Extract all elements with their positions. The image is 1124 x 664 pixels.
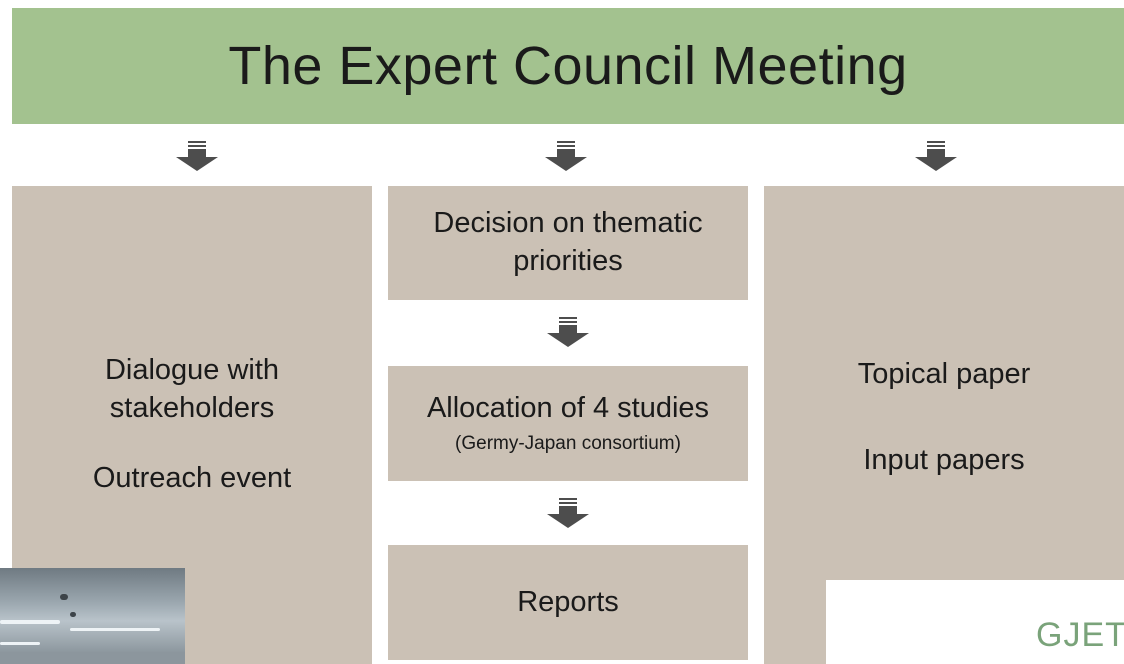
thematic-priorities-box: Decision on thematic priorities [388,186,748,300]
box-text: stakeholders [109,392,275,425]
meeting-room-photo [0,568,185,664]
down-arrow-icon [547,498,589,528]
title-banner: The Expert Council Meeting [12,8,1124,124]
box-text: Decision on thematic [433,207,703,240]
box-text: priorities [513,245,623,277]
box-text: Allocation of 4 studies [426,392,710,425]
box-subtext: (Germy-Japan consortium) [455,433,681,454]
down-arrow-icon [545,141,587,171]
box-text: Dialogue with [104,354,280,387]
box-text: Input papers [863,444,1025,476]
diagram-title: The Expert Council Meeting [228,36,908,96]
down-arrow-icon [547,317,589,347]
reports-box: Reports [388,545,748,660]
gjetc-logo: GJETC [1036,616,1124,654]
box-text: Reports [517,585,619,618]
logo-panel: GJETC [826,580,1124,664]
down-arrow-icon [176,141,218,171]
down-arrow-icon [915,141,957,171]
box-text: Outreach event [92,461,292,494]
box-text: Topical paper [857,358,1031,391]
study-allocation-box: Allocation of 4 studies (Germy-Japan con… [388,366,748,481]
